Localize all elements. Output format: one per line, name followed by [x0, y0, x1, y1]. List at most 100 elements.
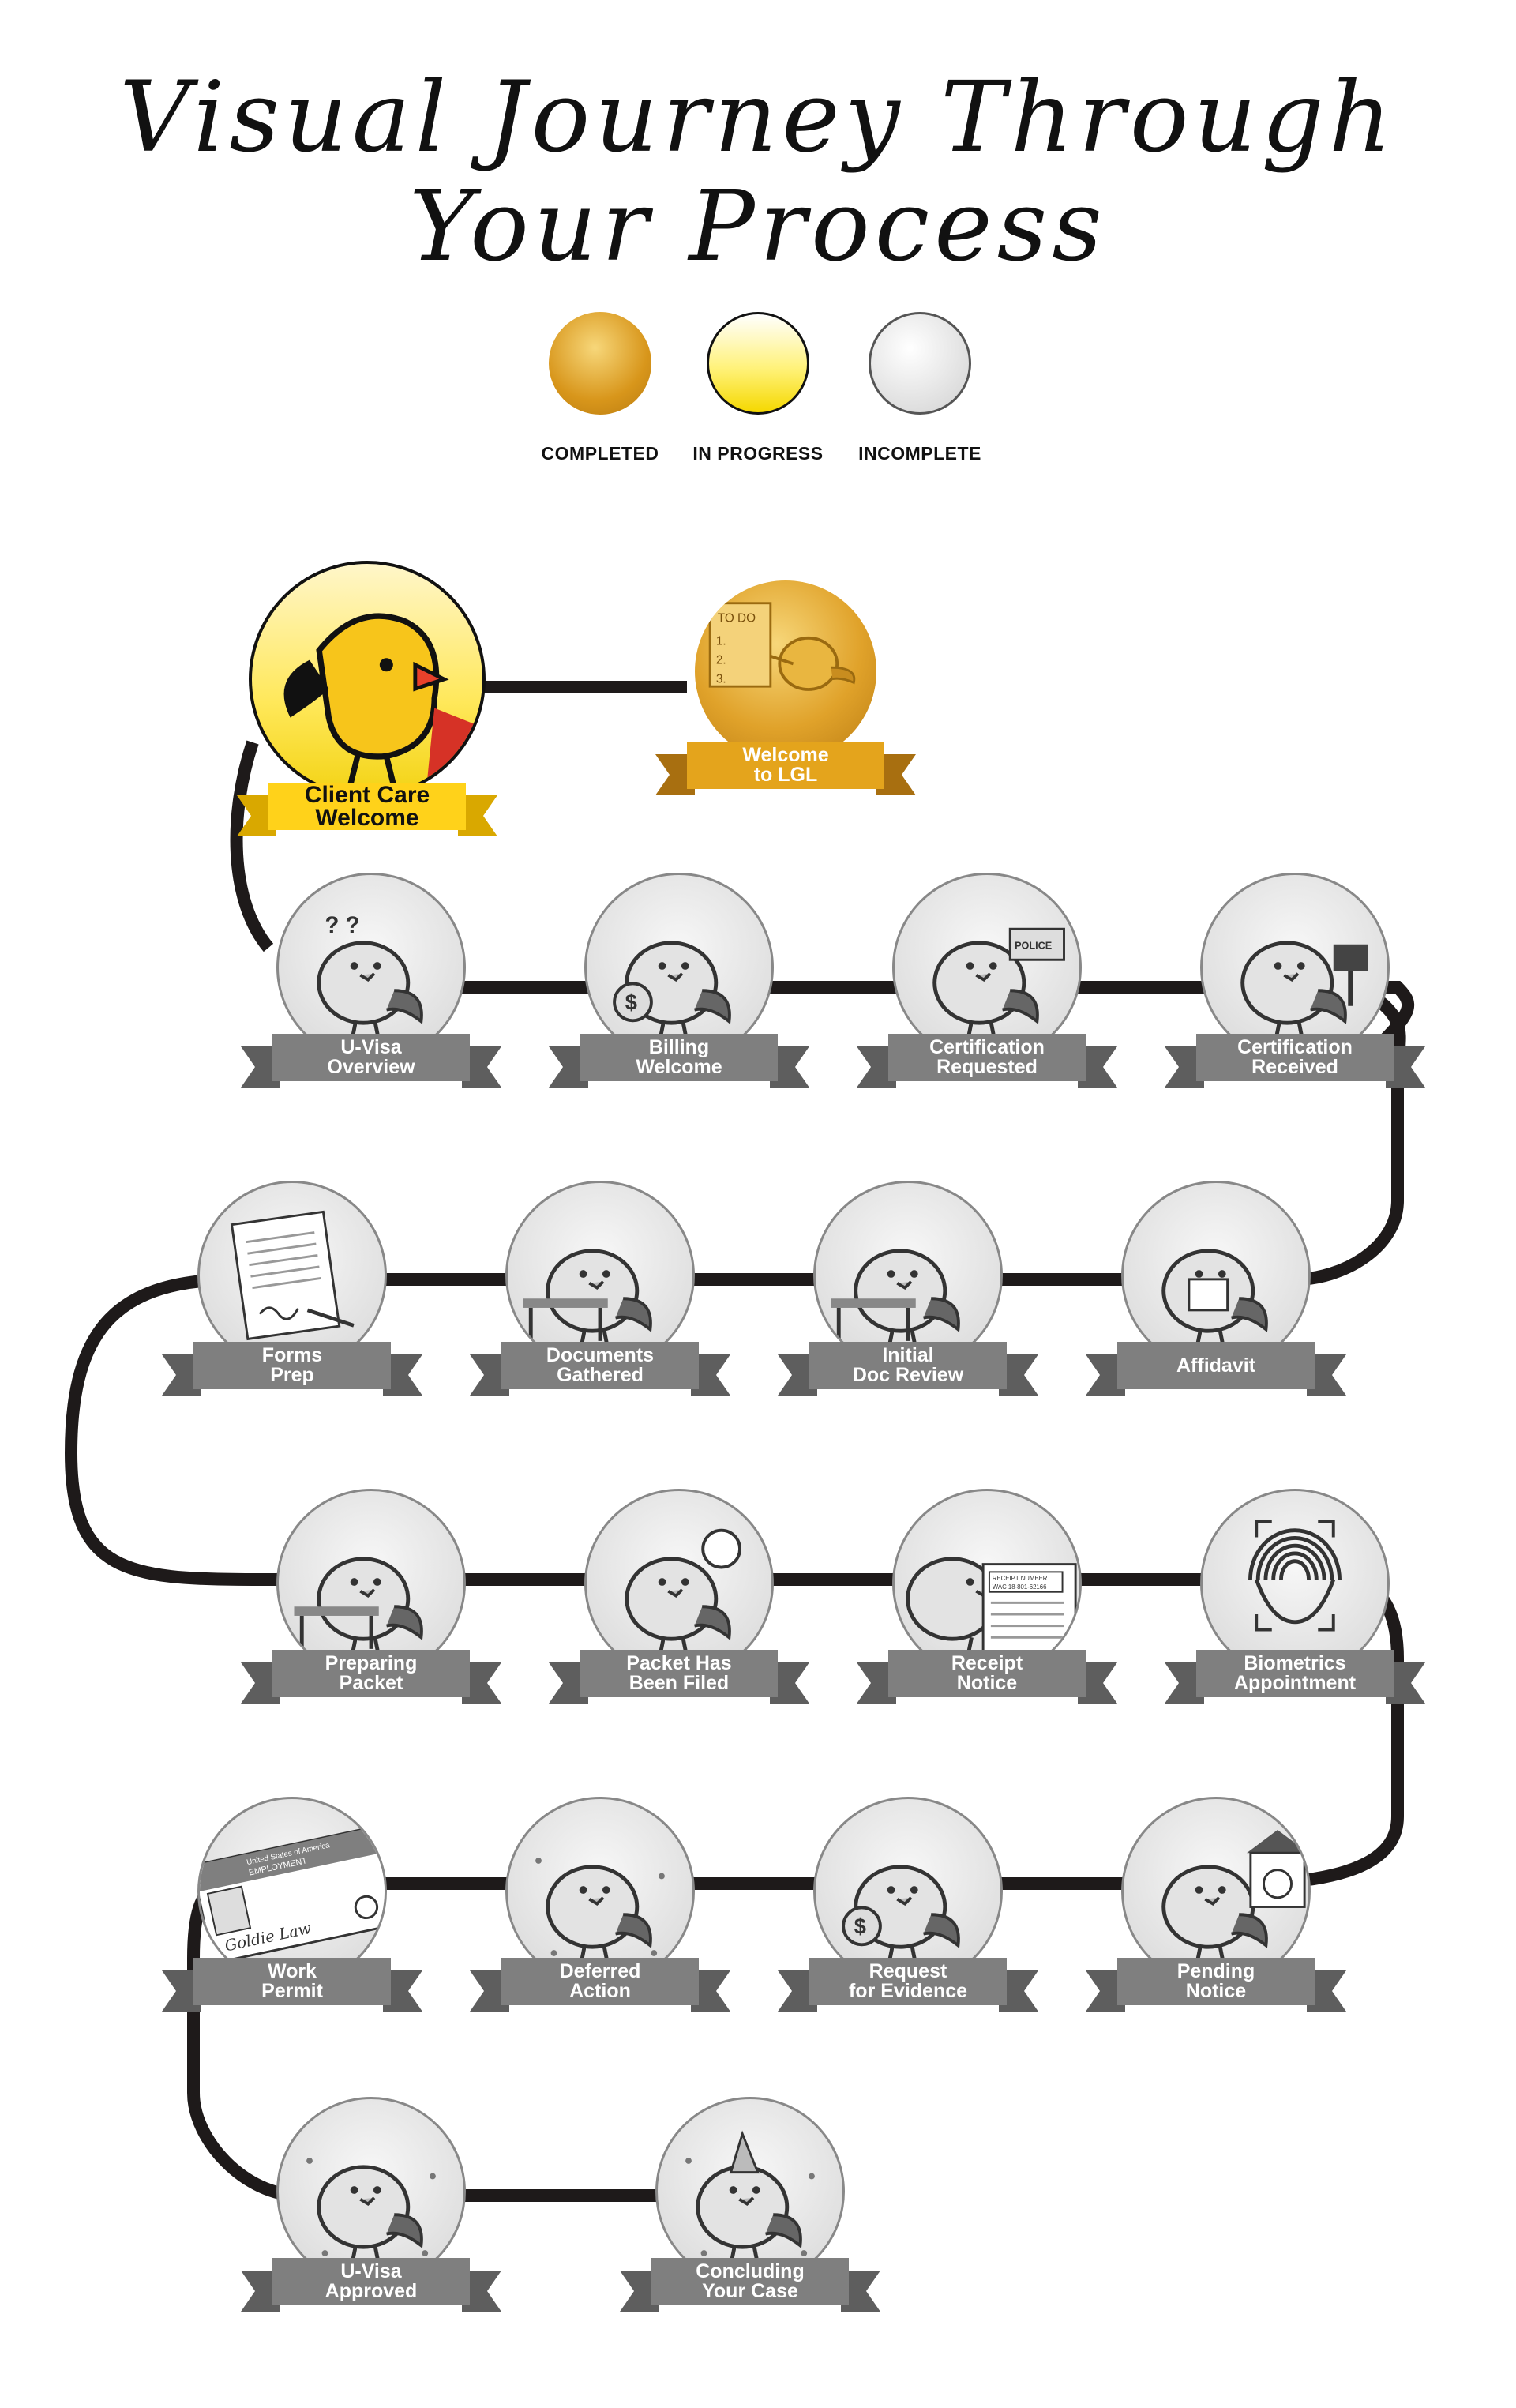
step-17[interactable]: $ Request for Evidence: [778, 1797, 1038, 2065]
step-8[interactable]: Documents Gathered: [470, 1181, 730, 1449]
bird-police-icon: POLICE: [932, 927, 1065, 1042]
bird-question-icon: ? ?: [317, 913, 423, 1042]
svg-text:$: $: [854, 1914, 866, 1939]
step-3[interactable]: ? ?U-Visa Overview: [241, 873, 501, 1141]
step-label: Client Care Welcome: [304, 782, 430, 831]
ribbon-banner: [162, 1342, 422, 1396]
ribbon-banner: [549, 1034, 809, 1088]
bird-mailbox-icon: [1240, 941, 1368, 1042]
step-ribbon: Concluding Your Case: [620, 2253, 880, 2316]
work-permit-card-icon: United States of AmericaEMPLOYMENTGoldie…: [200, 1824, 385, 1965]
step-label: Welcome to LGL: [742, 744, 829, 786]
step-ribbon: Forms Prep: [162, 1337, 422, 1400]
step-label: Billing Welcome: [636, 1036, 722, 1078]
step-ribbon: Packet Has Been Filed: [549, 1645, 809, 1708]
bird-dollar-icon: $: [613, 941, 731, 1042]
bird-magnifier-icon: [294, 1557, 423, 1658]
step-circle: $: [584, 873, 774, 1062]
step-label: Receipt Notice: [951, 1652, 1023, 1694]
step-4[interactable]: $ Billing Welcome: [549, 873, 809, 1141]
ribbon-banner: [1086, 1958, 1346, 2012]
step-label: Certification Received: [1237, 1036, 1353, 1078]
step-1[interactable]: Client Care Welcome: [237, 561, 497, 877]
ribbon-banner: [549, 1650, 809, 1704]
step-label: Documents Gathered: [546, 1344, 655, 1386]
step-label: Work Permit: [261, 1960, 323, 2002]
step-circle: [813, 1181, 1003, 1370]
step-12[interactable]: Packet Has Been Filed: [549, 1489, 809, 1757]
svg-text:RECEIPT NUMBER: RECEIPT NUMBER: [993, 1575, 1048, 1582]
step-ribbon: Billing Welcome: [549, 1029, 809, 1092]
step-circle: POLICE: [892, 873, 1082, 1062]
step-circle: [584, 1489, 774, 1678]
step-label: Concluding Your Case: [696, 2260, 805, 2302]
ribbon-banner: [470, 1958, 730, 2012]
step-ribbon: U-Visa Approved: [241, 2253, 501, 2316]
step-ribbon: Certification Received: [1165, 1029, 1425, 1092]
step-14[interactable]: Biometrics Appointment: [1165, 1489, 1425, 1757]
step-label: Certification Requested: [929, 1036, 1045, 1078]
bird-confetti-icon: [535, 1858, 665, 1966]
fingerprint-icon: [1248, 1520, 1342, 1632]
in-progress-swatch-icon: [707, 312, 809, 415]
bird-red-carpet-icon: [283, 613, 482, 795]
svg-text:TO DO: TO DO: [718, 612, 756, 625]
bird-reading-icon: [1161, 1249, 1268, 1350]
step-16[interactable]: Deferred Action: [470, 1797, 730, 2065]
step-circle: [197, 1181, 387, 1370]
step-ribbon: Certification Requested: [857, 1029, 1117, 1092]
step-circle: $: [813, 1797, 1003, 1986]
legend-label: IN PROGRESS: [692, 443, 824, 464]
step-20[interactable]: Concluding Your Case: [620, 2097, 880, 2365]
svg-text:$: $: [625, 990, 637, 1015]
step-circle: [1200, 1489, 1390, 1678]
step-18[interactable]: Pending Notice: [1086, 1797, 1346, 2065]
ribbon-banner: [778, 1958, 1038, 2012]
step-label: Pending Notice: [1176, 1960, 1255, 2002]
ribbon-banner: [241, 1650, 501, 1704]
incomplete-swatch-icon: [869, 312, 971, 415]
ribbon-banner: [857, 1650, 1117, 1704]
step-circle: [276, 1489, 466, 1678]
bird-folder-icon: [831, 1249, 960, 1350]
step-ribbon: Deferred Action: [470, 1953, 730, 2016]
step-ribbon: Biometrics Appointment: [1165, 1645, 1425, 1708]
step-label: Request for Evidence: [848, 1960, 968, 2002]
bird-coins-icon: $: [842, 1865, 960, 1966]
step-circle: [1121, 1181, 1311, 1370]
svg-text:3.: 3.: [716, 672, 726, 686]
bird-desk-icon: [523, 1249, 652, 1350]
step-10[interactable]: Affidavit: [1086, 1181, 1346, 1449]
step-ribbon: Work Permit: [162, 1953, 422, 2016]
ribbon-banner: [241, 2258, 501, 2312]
step-6[interactable]: Certification Received: [1165, 873, 1425, 1141]
step-circle: [276, 2097, 466, 2286]
bird-seal-icon: [625, 1528, 741, 1658]
ribbon-banner: [620, 2258, 880, 2312]
step-11[interactable]: Preparing Packet: [241, 1489, 501, 1757]
ribbon-banner: [857, 1034, 1117, 1088]
step-circle: [1121, 1797, 1311, 1986]
svg-text:WAC 18-801-62166: WAC 18-801-62166: [993, 1583, 1047, 1591]
legend-in-progress: IN PROGRESS: [671, 312, 845, 464]
step-7[interactable]: Forms Prep: [162, 1181, 422, 1449]
step-circle: [505, 1797, 695, 1986]
svg-text:? ?: ? ?: [325, 913, 360, 938]
step-ribbon: Preparing Packet: [241, 1645, 501, 1708]
bird-approved-icon: [306, 2158, 436, 2266]
step-label: Forms Prep: [261, 1344, 323, 1386]
step-9[interactable]: Initial Doc Review: [778, 1181, 1038, 1449]
step-label: Affidavit: [1176, 1354, 1255, 1377]
page-title: Visual Journey Through Your Process: [119, 61, 1397, 284]
ribbon-banner: [1165, 1650, 1425, 1704]
step-19[interactable]: U-Visa Approved: [241, 2097, 501, 2365]
step-ribbon: Documents Gathered: [470, 1337, 730, 1400]
step-label: Initial Doc Review: [852, 1344, 964, 1386]
step-ribbon: Request for Evidence: [778, 1953, 1038, 2016]
